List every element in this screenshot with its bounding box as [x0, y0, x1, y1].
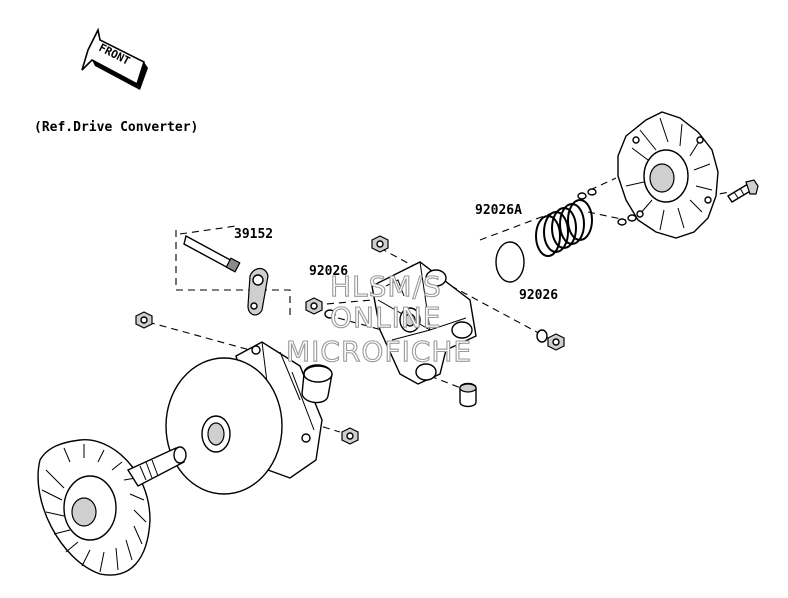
ring-92026A	[495, 241, 525, 283]
watermark-line-3: MICROFICHE	[286, 335, 472, 368]
fixed-sheave	[37, 439, 187, 576]
watermark: HLSM/S ONLINE MICROFICHE	[285, 269, 472, 368]
label-92026A: 92026A	[475, 203, 522, 218]
label-92026-right: 92026	[519, 288, 558, 303]
spring	[535, 199, 593, 257]
nut-top-center	[371, 235, 389, 253]
reference-note: (Ref.Drive Converter)	[34, 120, 198, 135]
spider-assembly	[371, 261, 477, 385]
label-39152: 39152	[234, 227, 273, 242]
nut-right-center	[547, 333, 565, 351]
washer-92026-left	[324, 309, 336, 319]
bolt	[727, 179, 759, 203]
pin-assembly	[183, 234, 269, 316]
washer-92026-right	[536, 329, 548, 343]
label-92026-left: 92026	[309, 264, 348, 279]
watermark-line-2: ONLINE	[330, 301, 441, 334]
front-arrow: FRONT	[81, 27, 148, 90]
nut-left-top	[135, 311, 153, 329]
watermark-line-1: HLSM/S	[330, 270, 442, 303]
nut-lower	[341, 427, 359, 445]
sleeve	[301, 364, 333, 404]
cap	[459, 382, 477, 408]
movable-sheave	[165, 341, 323, 495]
nut-left-center	[305, 297, 323, 315]
spring-cover	[617, 111, 719, 239]
